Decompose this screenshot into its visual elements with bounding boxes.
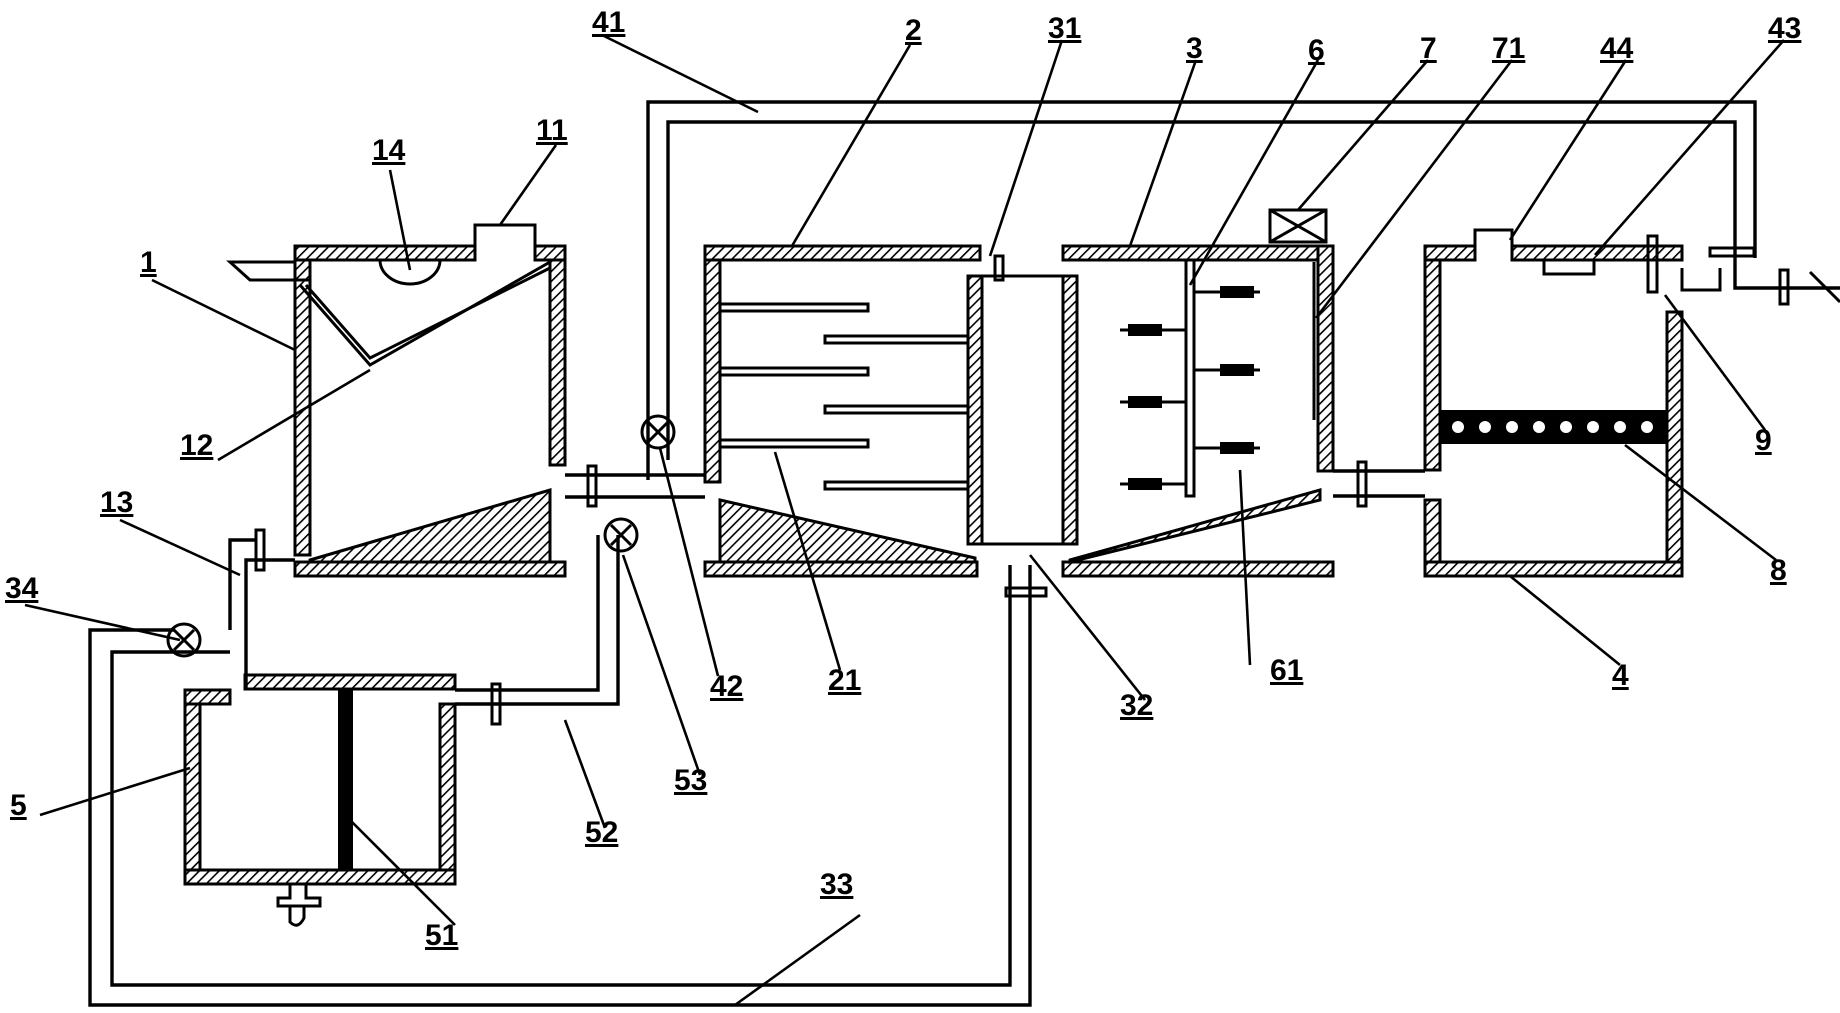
- pipes: [88, 100, 1840, 1007]
- label-5: 5: [10, 789, 27, 822]
- label-61: 61: [1270, 654, 1303, 687]
- pump-53: [603, 517, 639, 553]
- label-44: 44: [1600, 32, 1634, 65]
- label-32: 32: [1120, 689, 1153, 722]
- label-34: 34: [5, 572, 39, 605]
- label-6: 6: [1308, 34, 1325, 67]
- label-33: 33: [820, 868, 853, 901]
- tank-5: [183, 673, 457, 927]
- label-21: 21: [828, 664, 861, 697]
- label-42: 42: [710, 670, 743, 703]
- label-51: 51: [425, 919, 458, 952]
- label-43: 43: [1768, 12, 1801, 45]
- pump-34: [166, 622, 202, 658]
- pump-42: [640, 414, 676, 450]
- label-31: 31: [1048, 12, 1081, 45]
- label-14: 14: [372, 134, 406, 167]
- label-52: 52: [585, 816, 618, 849]
- part-labels: 1 14 11 12 13 34 5 51 52 53 42 21 33 32 …: [5, 6, 1801, 952]
- label-41: 41: [592, 6, 625, 39]
- label-53: 53: [674, 764, 707, 797]
- label-11: 11: [536, 114, 568, 147]
- label-7: 7: [1420, 32, 1437, 65]
- label-9: 9: [1755, 424, 1772, 457]
- reactor-2-3: [703, 208, 1335, 578]
- label-2: 2: [905, 14, 922, 47]
- label-4: 4: [1612, 659, 1629, 692]
- label-13: 13: [100, 486, 133, 519]
- label-12: 12: [180, 429, 213, 462]
- label-8: 8: [1770, 554, 1787, 587]
- label-3: 3: [1186, 32, 1203, 65]
- tank-1: [226, 223, 567, 578]
- leader-lines: [24, 33, 1785, 1007]
- tank-4: [1423, 228, 1722, 578]
- label-71: 71: [1492, 32, 1525, 65]
- label-1: 1: [140, 246, 157, 279]
- electrode-rods: [1120, 286, 1260, 490]
